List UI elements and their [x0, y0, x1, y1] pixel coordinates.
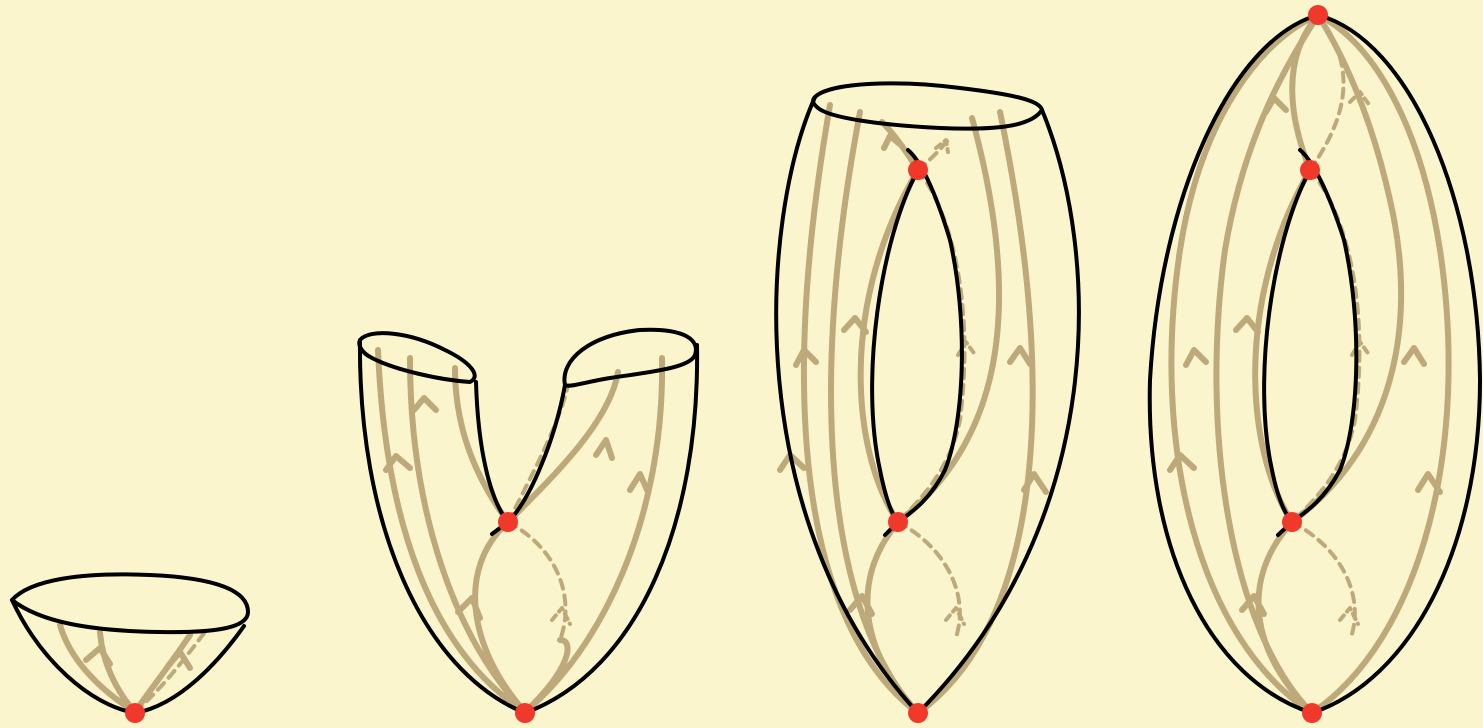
critical-point-saddle-upper [908, 160, 928, 180]
critical-point-saddle-upper [1300, 160, 1320, 180]
critical-point-minimum [125, 703, 145, 723]
critical-point-minimum [515, 703, 535, 723]
critical-point-minimum [908, 703, 928, 723]
critical-point-minimum [1302, 703, 1322, 723]
critical-point-saddle [498, 512, 518, 532]
critical-point-maximum [1308, 5, 1328, 25]
critical-point-saddle-lower [1282, 512, 1302, 532]
critical-point-saddle-lower [888, 512, 908, 532]
